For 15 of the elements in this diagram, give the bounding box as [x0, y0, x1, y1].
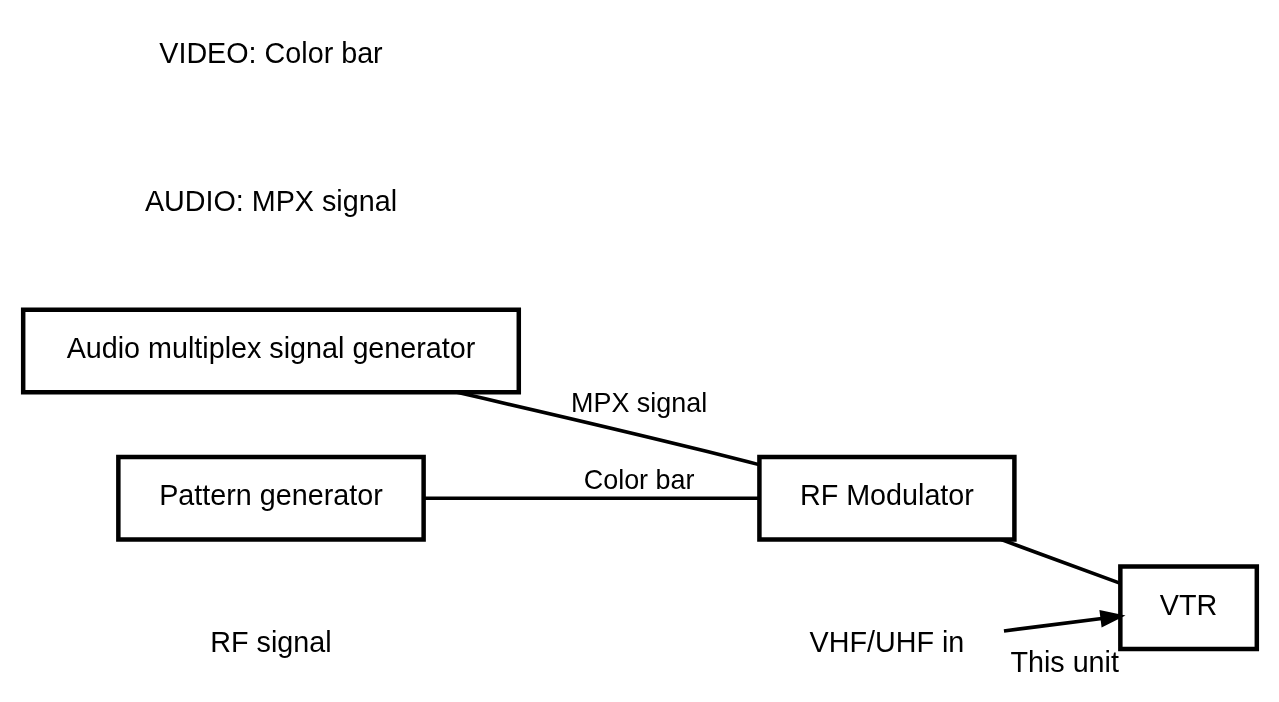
node-label: This unit: [1009, 646, 1119, 679]
node-box: VTR: [1117, 564, 1259, 652]
edge-label: Color bar: [583, 465, 694, 496]
arrow: [1003, 609, 1125, 633]
label: AUDIO: MPX signal: [144, 184, 397, 217]
node-box: RF Modulator: [756, 454, 1017, 542]
node-box: Pattern generator: [115, 454, 426, 542]
label: RF signal: [209, 626, 332, 659]
connector: [456, 390, 759, 467]
node-box: Audio multiplex signal generator: [20, 307, 521, 395]
label: VIDEO: Color bar: [158, 37, 383, 70]
connector: [423, 496, 759, 501]
connector: [1000, 537, 1120, 585]
node-text: VHF/UHF in: [809, 626, 964, 659]
edge-label: MPX signal: [570, 388, 707, 419]
